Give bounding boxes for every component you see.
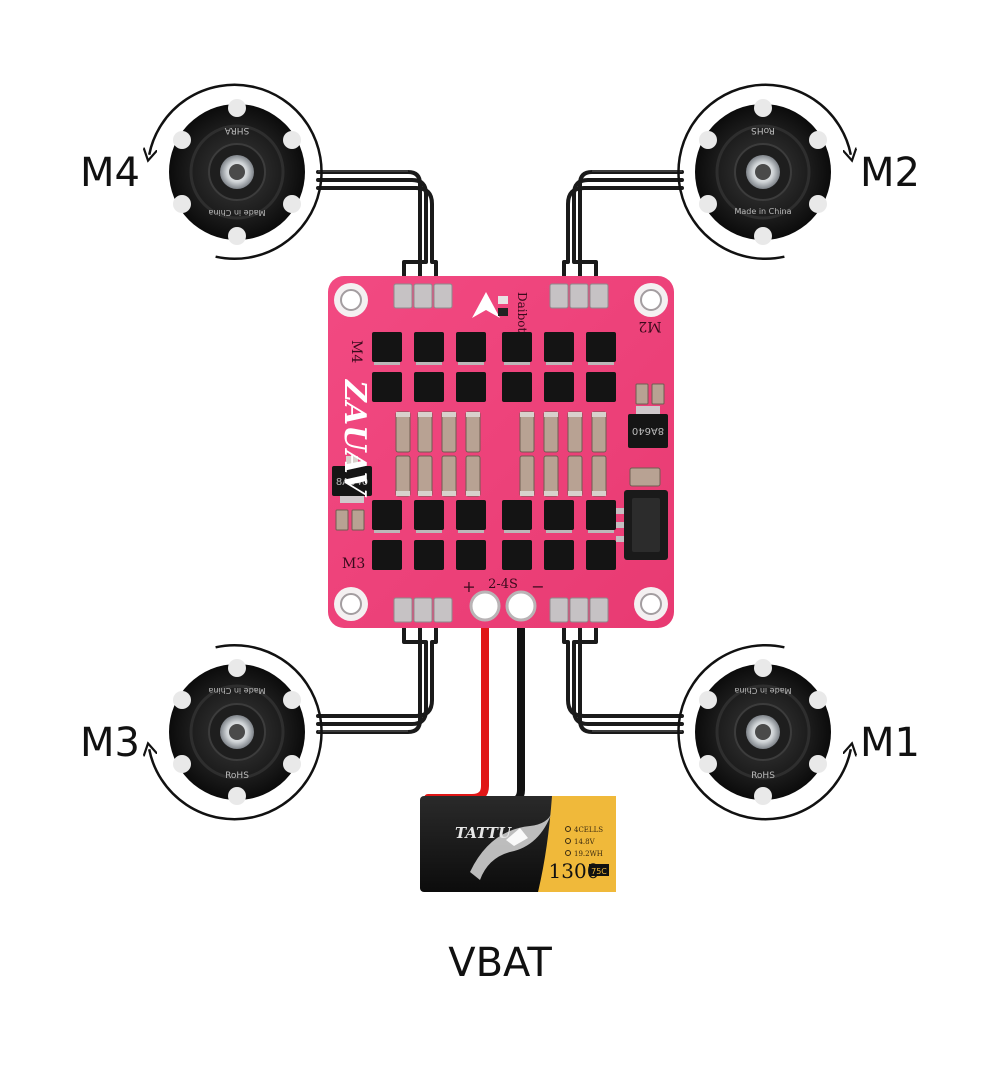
motor-label-m3: M3 (80, 720, 140, 766)
motor-label-m2: M2 (860, 150, 920, 196)
motor-marking-bottom-m4: Made in China (208, 208, 265, 217)
motor-pads-top (393, 283, 609, 309)
positive-pad-label: + (462, 577, 475, 596)
motor-marking-bottom-m3: RoHS (225, 771, 249, 781)
battery-spec-voltage: 14.8V (574, 838, 596, 846)
motor-m2: RoHS Made in China M2 (677, 83, 920, 260)
power-pads (469, 590, 537, 622)
wire-highlights (318, 170, 682, 732)
rotation-arrow-m3 (149, 644, 323, 821)
regulator-marking-left: 8A640 (336, 477, 368, 488)
motor-marking-bottom-m2: Made in China (734, 207, 791, 216)
motor-m1: Made in China RoHS M1 (677, 644, 920, 821)
motor-marking-bottom-m1: RoHS (751, 771, 775, 781)
battery-spec-energy: 19.2WH (574, 850, 603, 858)
motor-label-m4: M4 (80, 150, 140, 196)
rotation-arrow-m1 (677, 644, 850, 821)
battery-spec-list: 4CELLS 14.8V 19.2WH (565, 826, 603, 858)
negative-pad-label: − (531, 577, 544, 596)
battery-dragon-art (470, 812, 552, 880)
small-components (335, 296, 665, 531)
battery-spec-cells: 4CELLS (574, 826, 603, 834)
motor-m3: Made in China RoHS M3 (80, 644, 323, 821)
motor-bell-m2: RoHS Made in China (695, 99, 831, 245)
motor-marking-top-m4: SHRA (224, 125, 249, 135)
motor-bell-m1: Made in China RoHS (695, 659, 831, 805)
regulator-marking-right: 8A640 (632, 425, 664, 436)
battery-brand: TATTU (455, 824, 512, 842)
rotation-arrow-m4 (149, 83, 323, 260)
negative-wire (466, 608, 525, 806)
battery-c-rating: 75C (591, 867, 607, 876)
motor-wires (316, 170, 684, 734)
motor-bell-m3: Made in China RoHS (169, 659, 305, 805)
voltage-rating: 2-4S (488, 577, 518, 592)
lipo-battery: TATTU 1300 75C 4CELLS 14.8V 19.2WH (420, 796, 616, 892)
signal-connector (616, 490, 668, 560)
voltage-regulators: 8A640 8A640 (332, 406, 668, 503)
pad-label-m3: M3 (342, 556, 365, 572)
brand-arrow-icon (472, 292, 500, 318)
motor-bell-m4: SHRA Made in China (169, 99, 305, 245)
board-body (328, 276, 674, 628)
motor-pads-bottom (393, 597, 609, 623)
rotation-arrow-m2 (677, 83, 850, 260)
pad-label-m4: M4 (348, 340, 364, 363)
esc-board: 8A640 8A640 M4 M2 M3 Daibot 2-4S + − ZAU… (328, 276, 674, 628)
motor-label-m1: M1 (860, 720, 920, 766)
board-brand: Daibot (515, 292, 529, 333)
mosfet-array (372, 332, 616, 570)
power-label: VBAT (448, 940, 552, 986)
capacitor-bank (395, 411, 607, 497)
mounting-holes (334, 283, 668, 621)
motor-m4: SHRA Made in China M4 (80, 83, 323, 260)
board-logo-text: ZAUAV (337, 379, 372, 498)
motor-marking-top-m1: Made in China (734, 686, 791, 695)
motor-marking-top-m3: Made in China (208, 686, 265, 695)
motor-marking-top-m2: RoHS (751, 125, 775, 135)
pad-label-m2: M2 (638, 318, 661, 334)
mosfet-leads (374, 362, 614, 533)
battery-leads (424, 608, 525, 806)
